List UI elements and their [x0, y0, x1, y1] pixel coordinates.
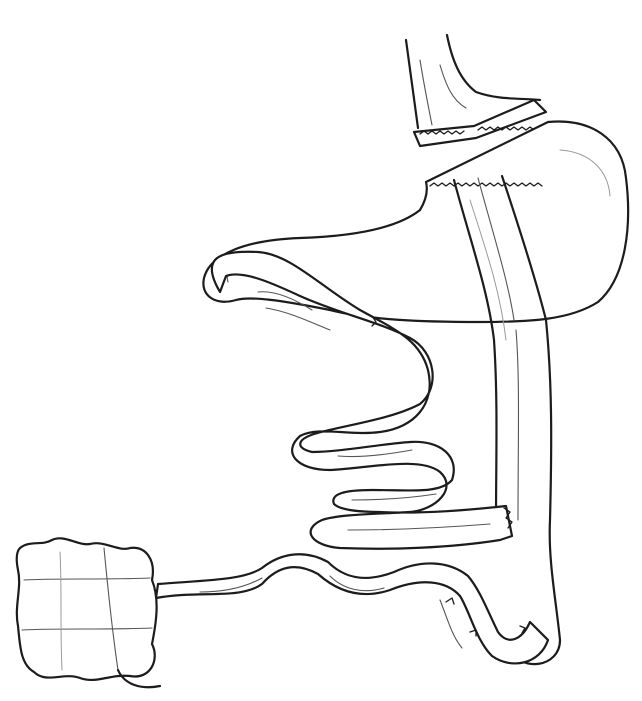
- colon-segment: [17, 538, 160, 687]
- small-bowel-tail: [156, 554, 548, 663]
